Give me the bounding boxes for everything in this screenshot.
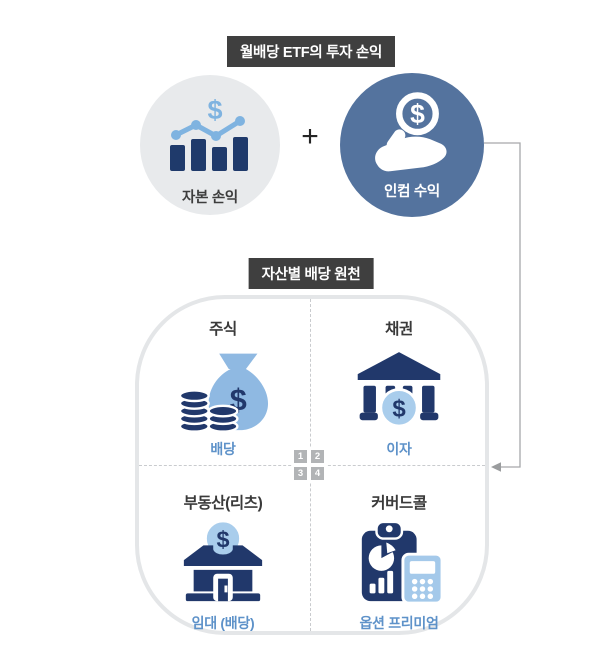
quadrant-reits: 부동산(리츠) $ 임대 (배당) — [139, 480, 307, 632]
quadrant-title: 채권 — [385, 321, 413, 338]
quadrant-bonds: 채권 $ 이자 — [313, 306, 485, 462]
bank-coin-icon: $ — [357, 351, 441, 427]
title-badge: 월배당 ETF의 투자 손익 — [227, 36, 395, 67]
income-circle: $ 인컴 수익 — [340, 73, 484, 217]
quadrant-title: 부동산(리츠) — [183, 495, 263, 512]
quadrant-stocks: 주식 $ 배당 — [139, 306, 307, 462]
order-chip-4: 4 — [311, 467, 324, 480]
bar-chart-trend-icon: $ — [170, 95, 248, 171]
quadrant-title: 주식 — [209, 321, 237, 338]
clipboard-calculator-icon — [361, 520, 444, 605]
section-badge: 자산별 배당 원천 — [248, 258, 374, 289]
order-chip-1: 1 — [294, 450, 307, 463]
income-label: 인컴 수익 — [384, 184, 440, 200]
money-bag-coins-icon: $ — [178, 353, 269, 433]
plus-operator: + — [301, 120, 319, 153]
svg-text:$: $ — [207, 95, 222, 125]
order-chip-2: 2 — [311, 450, 324, 463]
order-chip-3: 3 — [294, 467, 307, 480]
quadrant-covered-call: 커버드콜 옵션 프리미엄 — [313, 480, 485, 632]
quadrant-source-label: 이자 — [386, 441, 412, 457]
hand-coin-icon: $ — [375, 92, 447, 172]
quadrant-source-label: 옵션 프리미엄 — [359, 615, 439, 631]
house-coin-icon: $ — [183, 519, 263, 602]
capital-gain-circle: $ 자본 손익 — [140, 75, 280, 215]
quadrant-source-label: 임대 (배당) — [191, 615, 255, 631]
svg-text:$: $ — [392, 395, 406, 422]
svg-text:$: $ — [216, 526, 229, 552]
capital-gain-label: 자본 손익 — [182, 190, 238, 206]
quadrant-source-label: 배당 — [210, 441, 236, 457]
horizontal-dashed-divider — [139, 465, 485, 466]
svg-text:$: $ — [410, 99, 425, 129]
quadrant-title: 커버드콜 — [371, 495, 427, 512]
